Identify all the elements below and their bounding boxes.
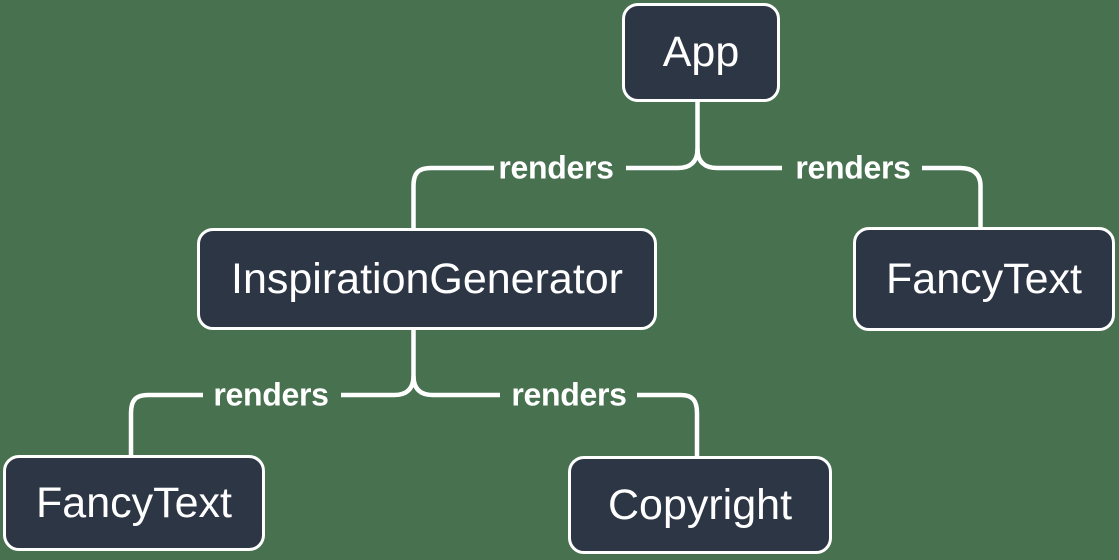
edge-line-inspirationgenerator-to-fancytext-elbow: [128, 392, 203, 456]
edge-label-app-inspirationgenerator: renders: [498, 149, 614, 186]
edge-label-app-fancytext: renders: [795, 149, 911, 186]
edge-line-inspirationgenerator-to-fancytext-stub: [341, 330, 416, 398]
edge-line-app-to-inspirationgenerator-elbow: [411, 165, 494, 228]
node-label: FancyText: [886, 254, 1082, 303]
edge-label-inspirationgenerator-fancytext: renders: [213, 376, 329, 413]
node-fancy-text-bottom-left: FancyText: [3, 455, 265, 551]
node-label: FancyText: [36, 478, 232, 527]
edge-line-app-to-fancytext-stub: [695, 148, 782, 171]
node-fancy-text-top-right: FancyText: [853, 227, 1115, 331]
node-inspiration-generator: InspirationGenerator: [197, 228, 657, 330]
edge-label-inspirationgenerator-copyright: renders: [511, 376, 627, 413]
node-label: Copyright: [607, 480, 793, 529]
edge-line-app-to-inspirationgenerator-stub: [626, 102, 700, 171]
node-copyright: Copyright: [568, 456, 832, 554]
node-label: InspirationGenerator: [231, 254, 623, 303]
edge-line-inspirationgenerator-to-copyright-elbow: [637, 392, 700, 457]
edge-line-app-to-fancytext-elbow: [922, 165, 983, 227]
node-app: App: [622, 3, 780, 102]
node-label: App: [662, 28, 740, 76]
edge-line-inspirationgenerator-to-copyright-stub: [411, 375, 500, 398]
